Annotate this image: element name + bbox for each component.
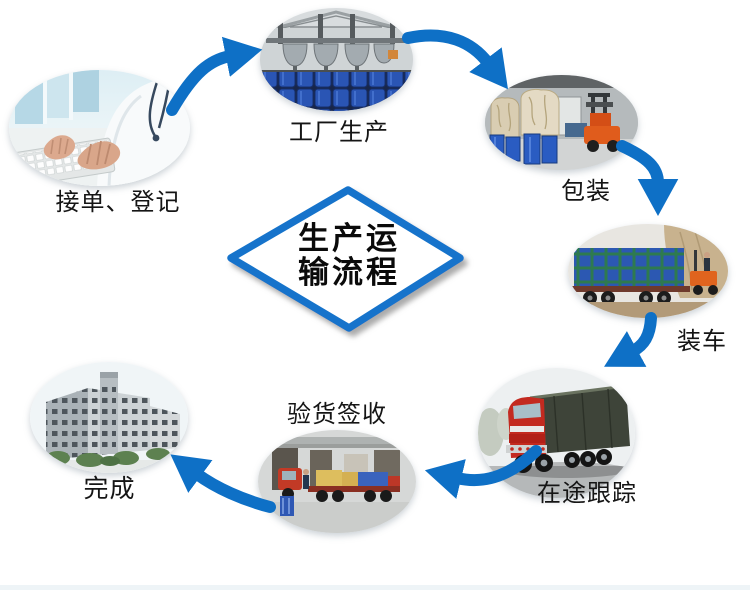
- stage-label-packaging: 包装: [561, 179, 611, 205]
- stage-photo-packaging: [485, 75, 638, 170]
- stage-photo-inspection: [258, 430, 416, 533]
- stage-photo-done: [30, 362, 188, 473]
- stage-photo-order: [9, 70, 190, 186]
- hands-typing-keyboard-art: [9, 70, 190, 186]
- office-building-art: [30, 362, 188, 473]
- stage-label-tracking: 在途跟踪: [537, 481, 637, 507]
- bottom-strip: [0, 585, 750, 590]
- loading-dock-art: [258, 430, 416, 533]
- arrow-production-to-packaging: [402, 29, 509, 90]
- stage-label-loading: 装车: [677, 329, 727, 355]
- stage-label-done: 完成: [83, 476, 136, 503]
- stage-label-inspection: 验货签收: [287, 402, 387, 428]
- process-title-line2: 输流程: [298, 255, 400, 290]
- stage-photo-loading: [568, 224, 728, 318]
- factory-art: [260, 8, 413, 111]
- warehouse-forklift-art: [485, 75, 638, 170]
- stage-label-order: 接单、登记: [55, 190, 181, 216]
- stage-photo-production: [260, 8, 413, 111]
- stage-label-production: 工厂生产: [289, 120, 389, 146]
- process-title-line1: 生产运: [298, 221, 400, 256]
- process-title: 生产运 输流程: [264, 222, 434, 290]
- drum-truck-art: [568, 224, 728, 318]
